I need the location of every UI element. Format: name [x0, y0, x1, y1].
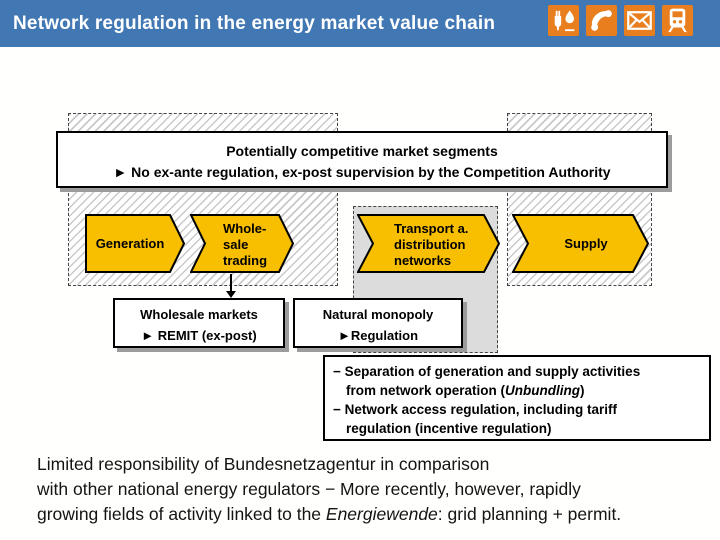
unbundling-line1: − Separation of generation and supply ac… — [333, 364, 641, 379]
supply-arrow: Supply — [512, 214, 649, 273]
natural-monopoly-line1: Natural monopoly — [322, 307, 434, 322]
header-bar: Network regulation in the energy market … — [0, 0, 720, 47]
wholesale-connector-line — [230, 274, 232, 293]
mail-icon — [624, 5, 655, 36]
page-title: Network regulation in the energy market … — [13, 13, 496, 34]
supply-label: Supply — [564, 236, 608, 251]
natural-monopoly-box: Natural monopoly ►Regulation — [293, 298, 463, 348]
transport-label-line3: networks — [394, 253, 452, 268]
unbundling-box: − Separation of generation and supply ac… — [323, 355, 711, 441]
wholesale-label-line2: sale — [223, 237, 249, 252]
wholesale-label-line3: trading — [223, 253, 268, 268]
unbundling-line2-italic: Unbundling — [505, 383, 580, 398]
transport-label-line1: Transport a. — [394, 221, 469, 236]
summary-text: Limited responsibility of Bundesnetzagen… — [37, 452, 707, 527]
wholesale-markets-line2: ► REMIT (ex-post) — [141, 328, 257, 343]
wholesale-markets-line1: Wholesale markets — [140, 307, 258, 322]
unbundling-line2-pre: from network operation ( — [346, 383, 506, 398]
transport-label-line2: distribution — [394, 237, 466, 252]
summary-line2: with other national energy regulators − … — [37, 479, 581, 499]
wholesale-connector-arrowhead — [226, 291, 236, 298]
summary-line3-pre: growing fields of activity linked to the — [37, 504, 326, 524]
unbundling-line2-post: ) — [580, 383, 585, 398]
competitive-box-line1: Potentially competitive market segments — [226, 143, 498, 159]
summary-line3: growing fields of activity linked to the… — [37, 502, 707, 527]
unbundling-line2: from network operation (Unbundling) — [333, 381, 703, 400]
train-icon — [662, 5, 693, 36]
transport-networks-label: Transport a. distribution networks — [394, 221, 468, 269]
unbundling-line3: − Network access regulation, including t… — [333, 402, 617, 417]
summary-line1: Limited responsibility of Bundesnetzagen… — [37, 454, 490, 474]
generation-arrow: Generation — [85, 214, 185, 273]
competitive-box-line2: ► No ex-ante regulation, ex-post supervi… — [113, 164, 611, 180]
generation-label: Generation — [95, 236, 165, 251]
wholesale-markets-box: Wholesale markets ► REMIT (ex-post) — [113, 298, 285, 348]
wholesale-trading-arrow: Whole- sale trading — [190, 214, 294, 273]
unbundling-line4: regulation (incentive regulation) — [346, 421, 552, 436]
summary-line3-post: : grid planning + permit. — [437, 504, 622, 524]
electricity-gas-icon — [548, 5, 579, 36]
wholesale-label-line1: Whole- — [223, 221, 267, 236]
competitive-segments-box: Potentially competitive market segments … — [56, 131, 668, 188]
natural-monopoly-line2: ►Regulation — [337, 328, 419, 343]
wholesale-trading-label: Whole- sale trading — [223, 221, 267, 269]
telephone-icon — [586, 5, 617, 36]
transport-networks-arrow: Transport a. distribution networks — [357, 214, 500, 273]
summary-line3-italic: Energiewende — [325, 504, 438, 524]
